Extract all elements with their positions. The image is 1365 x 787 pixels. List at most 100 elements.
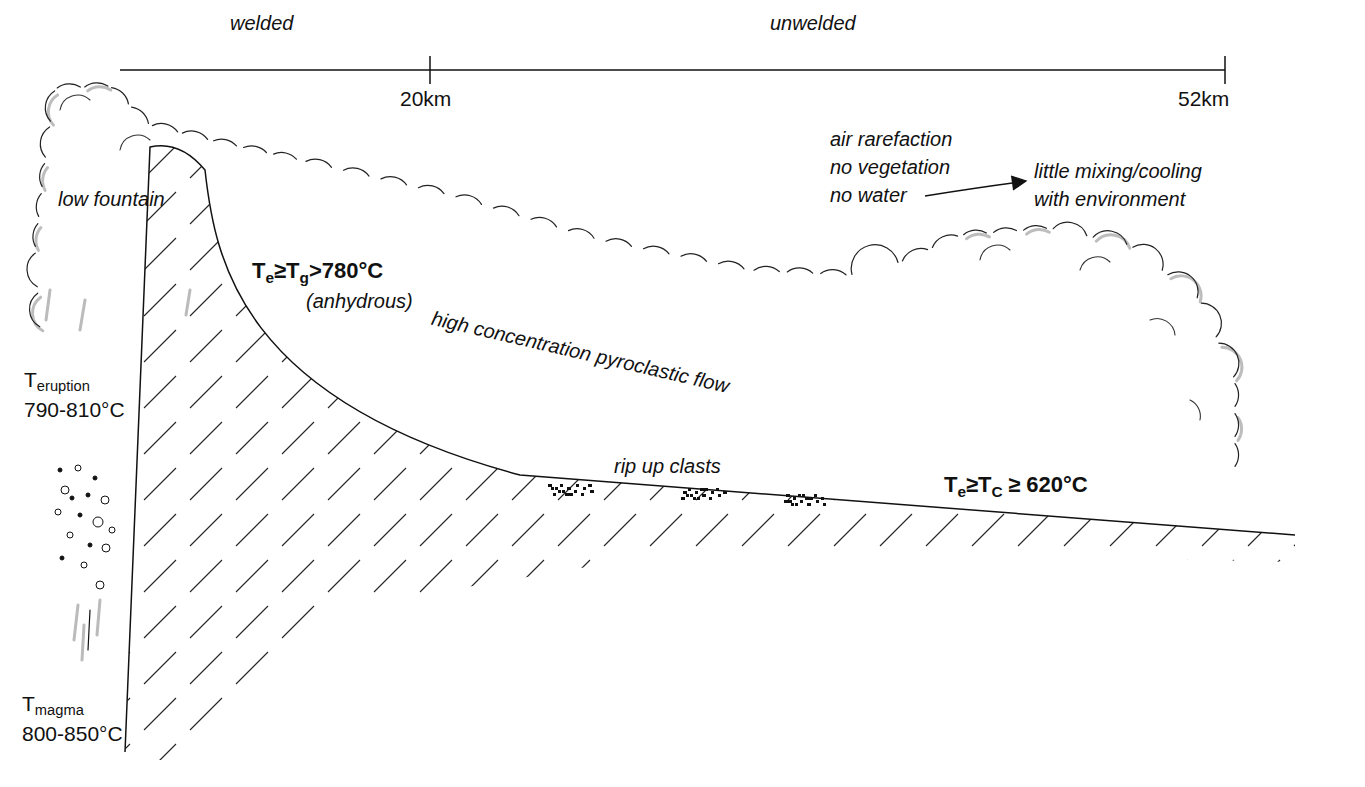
pyroclast — [60, 556, 64, 560]
cloud-scallop — [1235, 384, 1239, 407]
cloud-scallop — [381, 177, 407, 185]
clast — [562, 490, 565, 493]
clast — [816, 500, 819, 503]
clast — [690, 494, 693, 497]
text-label: (anhydrous) — [306, 290, 413, 312]
subscript-label: e — [265, 269, 274, 286]
text-label: air rarefaction — [830, 128, 952, 150]
pyroclast — [78, 513, 82, 517]
pyroclast — [81, 562, 87, 568]
fountain-streak — [74, 605, 78, 640]
cloud-scallop — [1024, 226, 1047, 231]
clast — [700, 488, 704, 491]
cloud-scallop — [45, 91, 54, 121]
cloud-scallop — [36, 194, 41, 217]
cloud-scallop — [569, 229, 595, 238]
cloud-scallop — [30, 293, 40, 327]
label-group: no vegetation — [830, 156, 950, 179]
cloud-scallop — [932, 235, 957, 247]
cloud-scallop — [1201, 303, 1221, 337]
label-group: Teruption — [24, 368, 90, 395]
flow-cloud — [27, 83, 1242, 467]
clast — [581, 493, 584, 496]
cloud-scallop — [112, 88, 129, 104]
cloud-scallop — [644, 246, 670, 254]
clast — [551, 487, 554, 490]
clast — [548, 484, 552, 487]
clast — [553, 493, 556, 496]
leader-arrow — [925, 176, 1026, 196]
cloud-scallop — [274, 152, 297, 159]
cloud-scallop — [85, 83, 108, 87]
cloud-scallop — [60, 95, 90, 110]
clast — [793, 497, 796, 500]
cloud-scallop — [344, 168, 370, 176]
subscript-label: magma — [35, 702, 84, 718]
cloud-scallop — [902, 248, 927, 260]
clast — [560, 484, 563, 487]
clast — [807, 503, 811, 506]
clast — [798, 494, 801, 497]
subscript-label: g — [300, 269, 309, 286]
fountain-streak — [186, 290, 190, 315]
cloud-scallop — [1168, 272, 1198, 298]
cloud-scallop — [606, 239, 632, 247]
clast — [805, 497, 809, 500]
cloud-scallop — [821, 270, 846, 275]
label-group: (anhydrous) — [306, 290, 413, 313]
clast — [590, 490, 594, 493]
clast — [569, 493, 573, 496]
cloud-scallop — [1027, 230, 1050, 235]
cloud-scallop — [531, 217, 557, 226]
clast — [702, 494, 706, 497]
label-group: little mixing/cooling — [1034, 160, 1202, 183]
clast — [723, 491, 727, 494]
text-label: ≥ 620°C — [1008, 472, 1088, 497]
clast — [681, 497, 685, 500]
cloud-scallop — [306, 159, 332, 167]
cloud-scallop — [994, 228, 1017, 233]
text-label: ≥T — [274, 258, 300, 283]
clast — [565, 493, 569, 496]
clast — [709, 497, 712, 500]
clast — [809, 497, 813, 500]
text-label: ≥T — [966, 472, 992, 497]
label-group: air rarefaction — [830, 128, 952, 151]
subscript-label: e — [957, 483, 966, 500]
pyroclast — [93, 476, 97, 480]
text-label: rip up clasts — [614, 455, 721, 477]
clast — [786, 494, 790, 497]
pyroclast — [70, 496, 74, 500]
clast — [683, 491, 687, 494]
text-label: T — [252, 258, 265, 283]
text-label: welded — [230, 12, 293, 34]
fountain-streak — [46, 290, 50, 320]
clast — [784, 500, 788, 503]
text-label: 790-810°C — [24, 398, 125, 421]
pyroclast — [109, 527, 115, 533]
text-label: T — [22, 692, 35, 715]
cloud-scallop — [419, 185, 445, 193]
fountain-streak — [97, 600, 100, 635]
clast — [555, 487, 558, 490]
cloud-scallop — [132, 107, 149, 123]
clast — [823, 503, 826, 506]
text-label: low fountain — [58, 188, 165, 210]
label-group: 52km — [1178, 87, 1229, 111]
pyroclast — [102, 544, 110, 552]
clast — [800, 500, 803, 503]
clast — [697, 497, 700, 500]
label-group: with environment — [1034, 188, 1185, 211]
text-label: no water — [830, 184, 907, 206]
cloud-scallop — [120, 135, 150, 150]
text-label: >780°C — [309, 258, 383, 283]
cloud-scallop — [1080, 257, 1110, 270]
pyroclast — [88, 543, 92, 547]
cloud-scallop — [1235, 444, 1239, 467]
clast — [718, 494, 721, 497]
label-group: welded — [230, 12, 293, 35]
cloud-scallop — [967, 234, 990, 239]
cloud-scallop — [43, 168, 48, 191]
